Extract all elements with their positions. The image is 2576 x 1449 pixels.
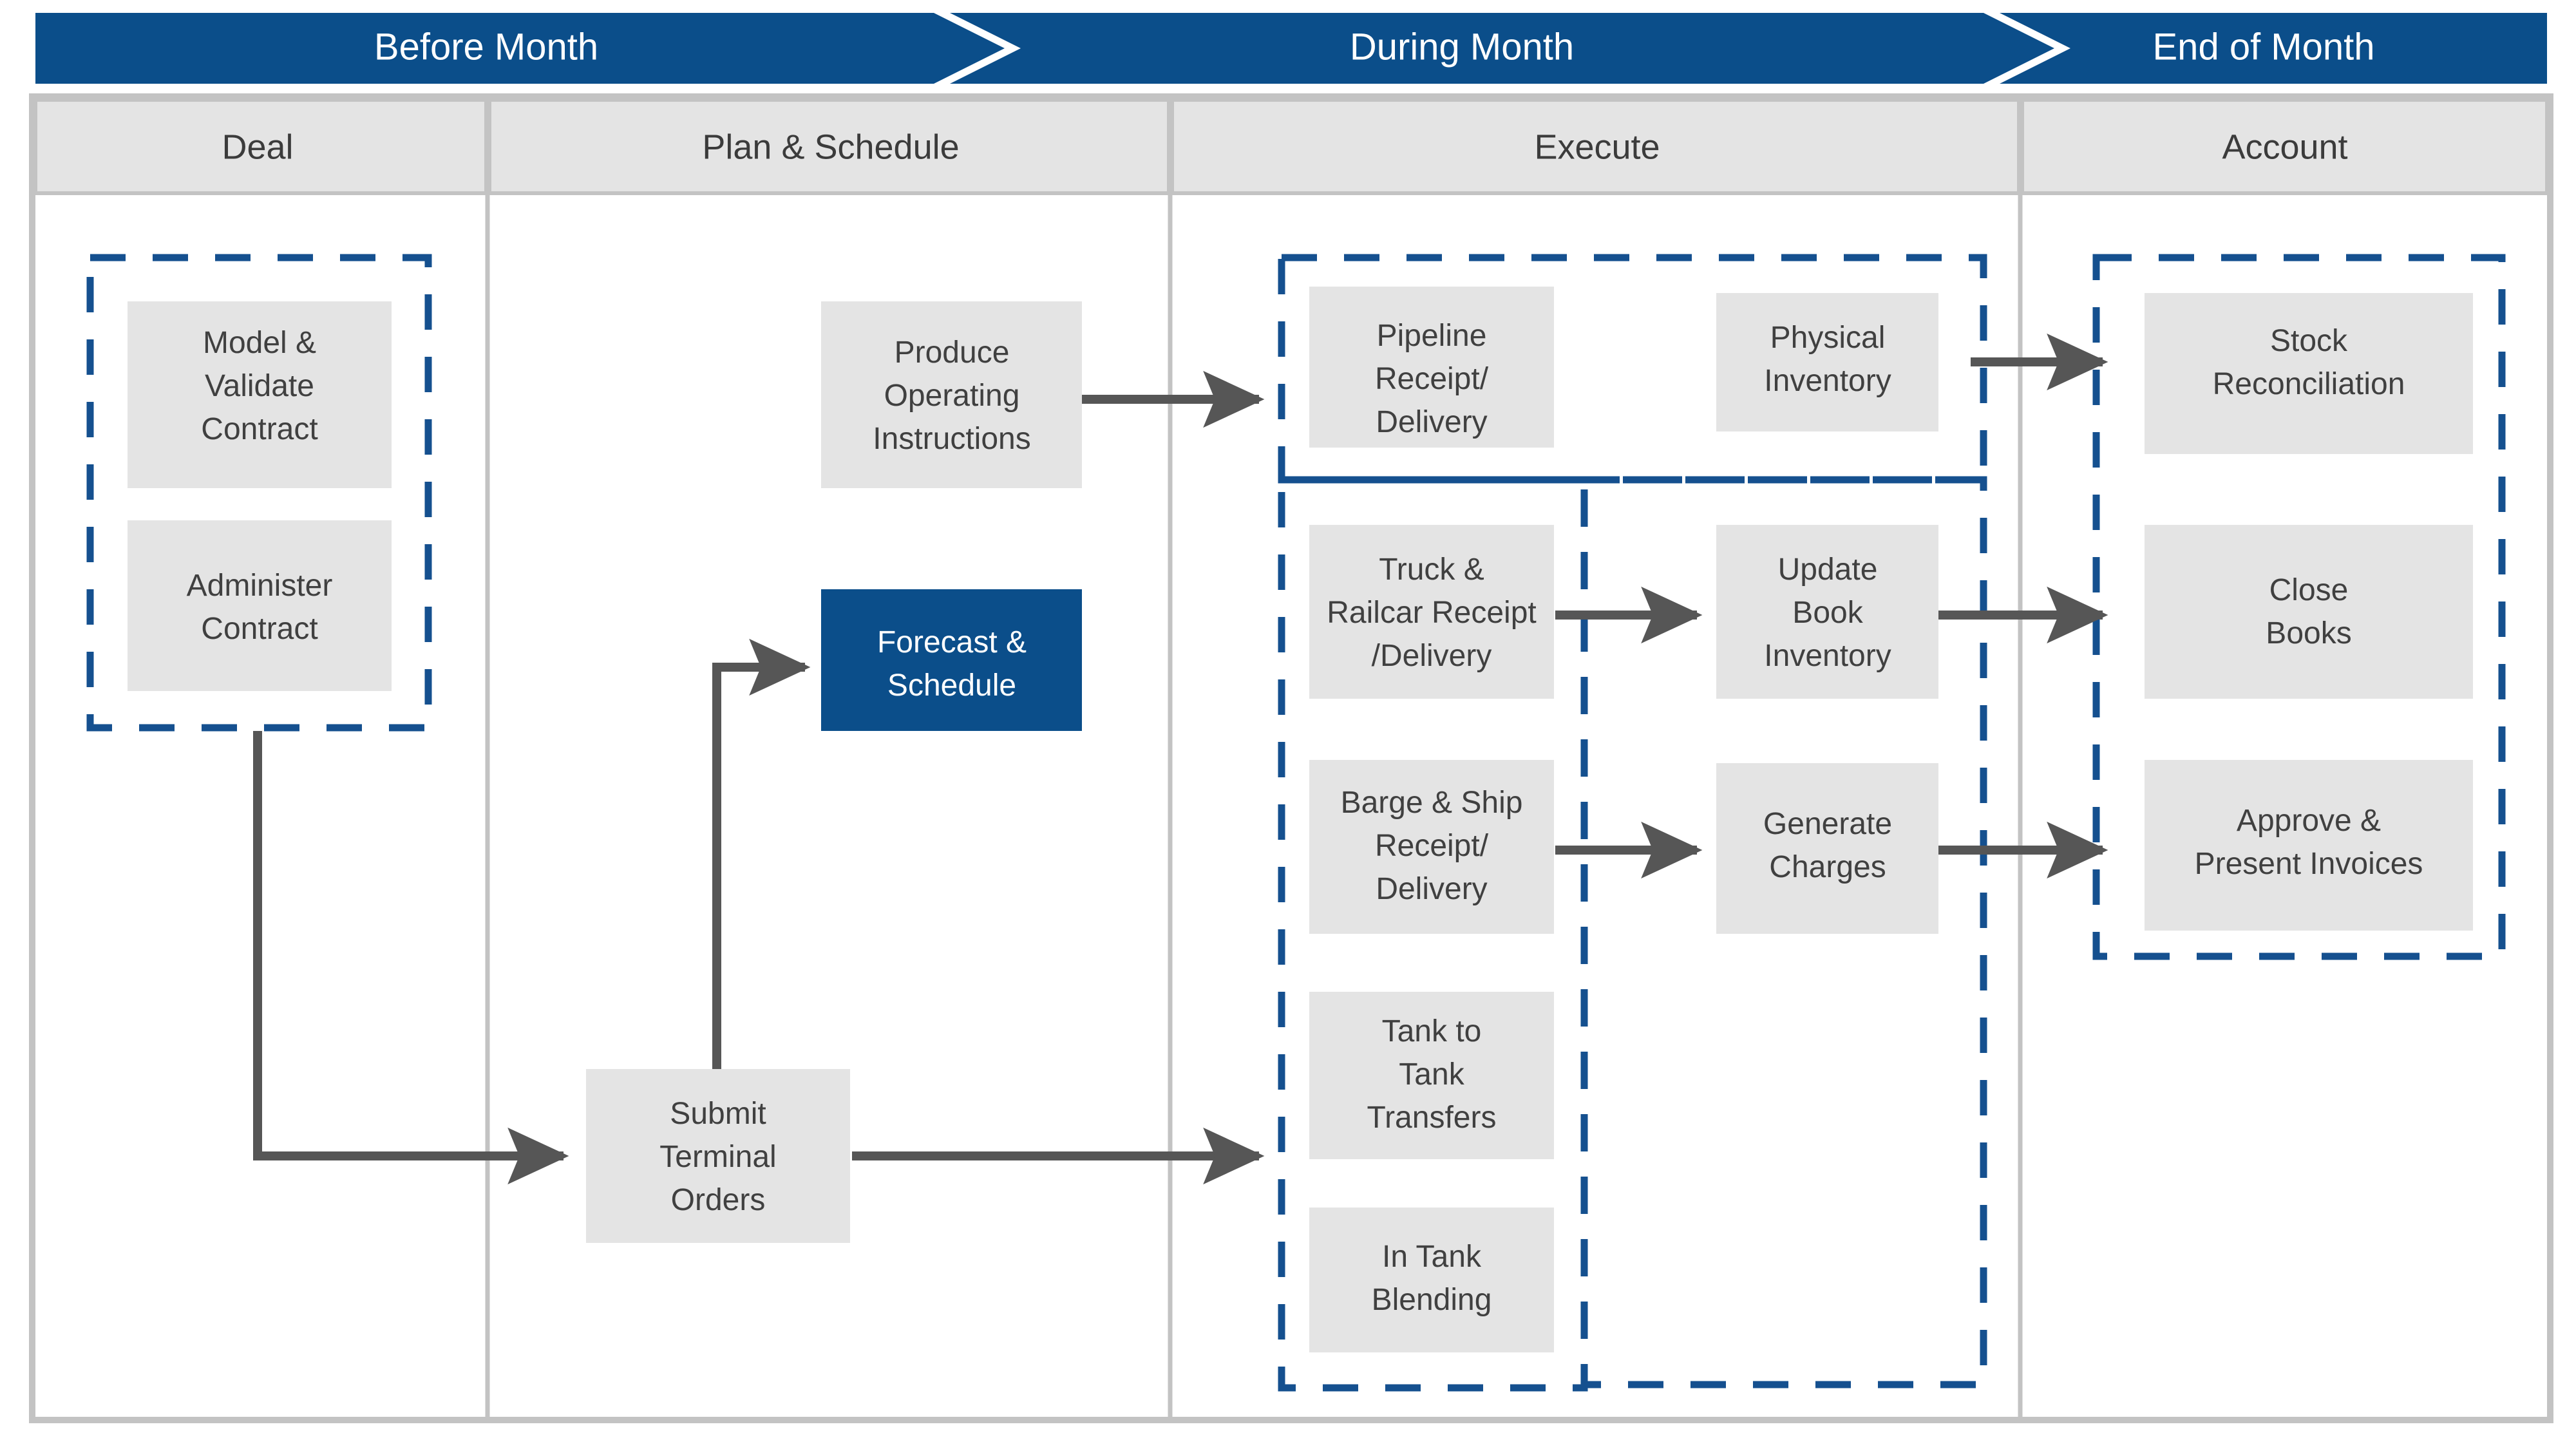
stage-header-account xyxy=(2020,98,2549,195)
phase-label-end-of-month: End of Month xyxy=(2153,26,2375,68)
node-label-line: Tank xyxy=(1399,1057,1464,1092)
phase-label-before-month: Before Month xyxy=(374,26,598,68)
node-model-validate-contract[interactable]: Model & Validate Contract xyxy=(128,301,392,488)
node-label-line: Inventory xyxy=(1764,364,1891,398)
node-label-line: Administer xyxy=(187,569,333,603)
node-label-line: Stock xyxy=(2270,324,2348,358)
node-label-line: Inventory xyxy=(1764,639,1891,673)
node-label-line: Charges xyxy=(1769,850,1886,884)
node-tank-to-tank-transfers[interactable]: Tank to Tank Transfers xyxy=(1309,992,1554,1159)
node-label-line: Produce xyxy=(895,336,1010,370)
node-label-line: In Tank xyxy=(1382,1240,1482,1274)
stage-label-plan-schedule: Plan & Schedule xyxy=(702,128,959,166)
node-produce-operating-instructions[interactable]: Produce Operating Instructions xyxy=(821,301,1082,488)
node-label-line: Physical xyxy=(1770,321,1886,355)
node-label-line: Truck & xyxy=(1379,553,1484,587)
node-label-line: Approve & xyxy=(2237,804,2381,838)
node-label-line: Barge & Ship xyxy=(1341,786,1523,820)
phase-chevron-before-month xyxy=(35,13,1005,84)
group-box-execute-middle xyxy=(1580,476,1987,1388)
connector-submit-to-forecast xyxy=(712,638,811,1069)
node-label-line: Present Invoices xyxy=(2195,847,2423,881)
node-label-line: Update xyxy=(1778,553,1878,587)
phase-chevron-during-month xyxy=(950,13,2054,84)
node-label-line: Close xyxy=(2269,573,2349,607)
stage-label-execute: Execute xyxy=(1534,128,1660,166)
node-generate-charges[interactable]: Generate Charges xyxy=(1716,763,1938,934)
node-label-line: Orders xyxy=(671,1183,766,1217)
node-label-line: Delivery xyxy=(1376,872,1487,906)
node-label-line: Blending xyxy=(1372,1283,1492,1317)
stage-label-deal: Deal xyxy=(222,128,293,166)
node-update-book-inventory[interactable]: Update Book Inventory xyxy=(1716,525,1938,699)
node-label-line: Reconciliation xyxy=(2213,367,2405,401)
node-administer-contract[interactable]: Administer Contract xyxy=(128,520,392,691)
diagram-frame xyxy=(29,93,2553,1423)
group-box-execute-upper xyxy=(1278,254,1987,484)
node-label-line: Books xyxy=(2266,616,2351,650)
node-label-line: Validate xyxy=(205,369,314,403)
node-label-line: Forecast & xyxy=(877,625,1027,659)
group-box-account xyxy=(2092,254,2506,960)
node-label-line: Terminal xyxy=(659,1140,776,1174)
group-box-deal xyxy=(86,254,432,732)
node-label-line: Receipt/ xyxy=(1375,829,1489,863)
node-barge-ship-receipt-delivery[interactable]: Barge & Ship Receipt/ Delivery xyxy=(1309,760,1554,934)
node-label-line: Book xyxy=(1792,596,1863,630)
node-physical-inventory[interactable]: Physical Inventory xyxy=(1716,293,1938,431)
node-label-line: Submit xyxy=(670,1097,766,1131)
node-in-tank-blending[interactable]: In Tank Blending xyxy=(1309,1208,1554,1352)
node-submit-terminal-orders[interactable]: Submit Terminal Orders xyxy=(586,1069,850,1243)
stage-header-plan-schedule xyxy=(488,98,1171,195)
stage-header-row: Deal Plan & Schedule Execute Account xyxy=(33,98,2549,195)
node-approve-present-invoices[interactable]: Approve & Present Invoices xyxy=(2145,760,2473,931)
node-label-line: Instructions xyxy=(873,422,1030,456)
connector-administer-to-submit xyxy=(253,731,569,1185)
stage-label-account: Account xyxy=(2222,128,2347,166)
node-label-line: Pipeline xyxy=(1377,319,1487,353)
node-stock-reconciliation[interactable]: Stock Reconciliation xyxy=(2145,293,2473,454)
node-label-line: Operating xyxy=(884,379,1020,413)
phase-chevron-end-of-month xyxy=(2000,13,2547,84)
phase-band: Before Month During Month End of Month xyxy=(35,13,2547,84)
node-label-line: Contract xyxy=(201,412,317,446)
node-truck-railcar-receipt-delivery[interactable]: Truck & Railcar Receipt /Delivery xyxy=(1309,525,1554,699)
node-label-line: /Delivery xyxy=(1372,639,1492,673)
node-close-books[interactable]: Close Books xyxy=(2145,525,2473,699)
node-label-line: Railcar Receipt xyxy=(1327,596,1536,630)
phase-label-during-month: During Month xyxy=(1350,26,1574,68)
node-label-line: Contract xyxy=(201,612,317,646)
dashed-groups xyxy=(86,254,2506,1392)
node-label-line: Model & xyxy=(203,326,316,360)
node-label-line: Tank to xyxy=(1382,1014,1482,1048)
node-label-line: Receipt/ xyxy=(1375,362,1489,396)
node-label-line: Schedule xyxy=(887,668,1016,703)
node-pipeline-receipt-delivery[interactable]: Pipeline Receipt/ Delivery xyxy=(1309,287,1554,448)
node-label-line: Generate xyxy=(1763,807,1892,841)
node-forecast-schedule[interactable]: Forecast & Schedule xyxy=(821,589,1082,731)
stage-header-deal xyxy=(33,98,488,195)
stage-header-execute xyxy=(1170,98,2021,195)
node-label-line: Transfers xyxy=(1367,1101,1497,1135)
connectors xyxy=(253,333,2108,1185)
node-label-line: Delivery xyxy=(1376,405,1487,439)
